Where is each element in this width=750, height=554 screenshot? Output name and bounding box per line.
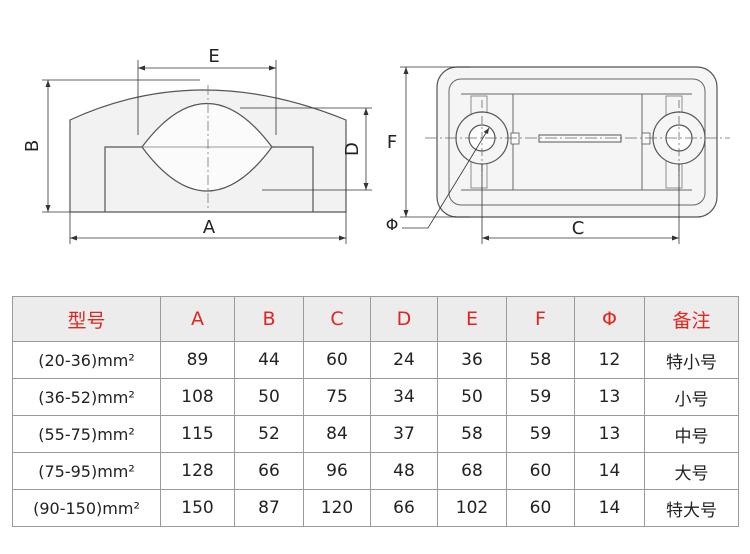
cell-c: 120 [303,489,371,527]
cell-e: 102 [437,489,507,527]
header-remark: 备注 [644,296,739,342]
cell-model: (55-75)mm² [12,415,161,453]
cell-e: 68 [437,452,507,490]
cell-remark: 小号 [644,378,739,416]
dim-d-arrow-bottom [363,183,369,190]
header-e: E [437,296,507,342]
cell-a: 89 [160,341,235,379]
table-row: (36-52)mm² 108 50 75 34 50 59 13 小号 [12,378,739,416]
technical-drawing: E B D A [22,46,730,244]
dim-a-arrow-left [70,235,77,241]
cell-phi: 13 [574,415,645,453]
cell-a: 128 [160,452,235,490]
header-d: D [370,296,438,342]
dim-phi-leader [402,127,490,229]
dim-f-arrow-bottom [403,210,409,217]
cell-e: 50 [437,378,507,416]
header-phi: Φ [574,296,645,342]
cell-c: 84 [303,415,371,453]
cell-phi: 14 [574,489,645,527]
table-row: (55-75)mm² 115 52 84 37 58 59 13 中号 [12,415,739,453]
cell-c: 60 [303,341,371,379]
cell-phi: 12 [574,341,645,379]
cell-d: 24 [370,341,438,379]
dim-f-arrow-top [403,67,409,74]
cell-remark: 特小号 [644,341,739,379]
cell-f: 60 [506,452,575,490]
header-a: A [160,296,235,342]
dim-b-label: B [22,140,43,152]
header-c: C [303,296,371,342]
cell-a: 108 [160,378,235,416]
dim-a-arrow-right [339,235,346,241]
cell-model: (90-150)mm² [12,489,161,527]
cell-remark: 大号 [644,452,739,490]
top-view: F C Φ [386,66,730,244]
dim-b-arrow-top [45,80,51,87]
spec-table: 型号 A B C D E F Φ 备注 (20-36)mm² 89 44 60 … [12,296,739,527]
dim-c-arrow-left [482,235,489,241]
top-view-center-slot [538,134,622,143]
cell-f: 60 [506,489,575,527]
cell-c: 75 [303,378,371,416]
cell-d: 48 [370,452,438,490]
cell-model: (36-52)mm² [12,378,161,416]
cell-a: 150 [160,489,235,527]
cell-b: 52 [234,415,304,453]
dim-a-label: A [203,217,216,238]
cell-model: (75-95)mm² [12,452,161,490]
dim-e-arrow-right [269,65,276,71]
header-b: B [234,296,304,342]
dim-phi-label: Φ [386,215,399,234]
front-view: E B D A [22,46,372,244]
dim-e-arrow-left [138,65,145,71]
top-view-nut-left [510,132,520,145]
cell-f: 59 [506,415,575,453]
cell-d: 34 [370,378,438,416]
cell-a: 115 [160,415,235,453]
top-view-nut-right [641,132,651,145]
dim-d-label: D [342,142,363,156]
cell-b: 44 [234,341,304,379]
cell-b: 50 [234,378,304,416]
dim-c-arrow-right [672,235,679,241]
cell-e: 36 [437,341,507,379]
header-f: F [506,296,575,342]
cell-d: 37 [370,415,438,453]
cell-b: 87 [234,489,304,527]
cell-phi: 14 [574,452,645,490]
dim-b-arrow-bottom [45,205,51,212]
cell-phi: 13 [574,378,645,416]
cell-f: 59 [506,378,575,416]
cell-remark: 特大号 [644,489,739,527]
cell-e: 58 [437,415,507,453]
dim-f-label: F [387,132,397,153]
dim-e-label: E [208,46,219,67]
dim-c-label: C [572,218,585,239]
cell-d: 66 [370,489,438,527]
cell-model: (20-36)mm² [12,341,161,379]
dim-d-arrow-top [363,108,369,115]
table-row: (75-95)mm² 128 66 96 48 68 60 14 大号 [12,452,739,490]
table-header-row: 型号 A B C D E F Φ 备注 [12,296,739,342]
table-row: (90-150)mm² 150 87 120 66 102 60 14 特大号 [12,489,739,527]
cell-remark: 中号 [644,415,739,453]
header-model: 型号 [12,296,161,342]
cell-c: 96 [303,452,371,490]
table-row: (20-36)mm² 89 44 60 24 36 58 12 特小号 [12,341,739,379]
cell-b: 66 [234,452,304,490]
cell-f: 58 [506,341,575,379]
dim-phi-arrow [483,128,489,134]
